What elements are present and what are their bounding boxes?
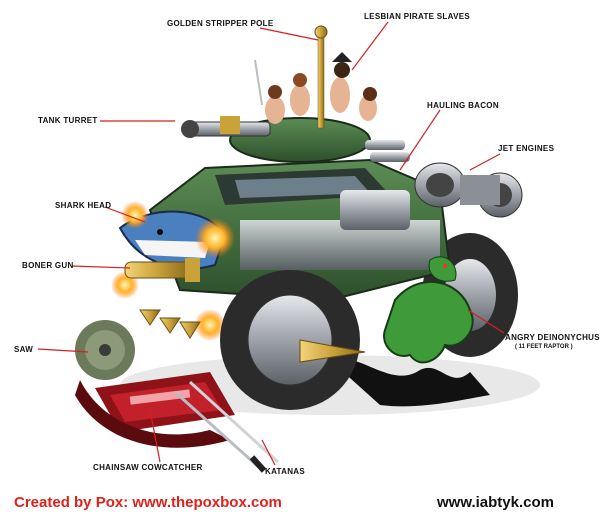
deinonychus-raptor <box>383 256 474 364</box>
label-boner-gun: BONER GUN <box>22 261 74 270</box>
tank-turret <box>181 116 371 163</box>
exhaust-pipes <box>365 140 410 162</box>
bumper-spikes <box>139 309 201 339</box>
jet-engines <box>414 162 523 218</box>
label-shark-head: SHARK HEAD <box>55 201 112 210</box>
label-golden-stripper-pole: GOLDEN STRIPPER POLE <box>167 19 274 28</box>
label-chainsaw-cowcatcher: CHAINSAW COWCATCHER <box>93 463 203 472</box>
footer-site: www.iabtyk.com <box>437 494 554 511</box>
pirate-figures <box>254 52 377 124</box>
label-tank-turret: TANK TURRET <box>38 116 98 125</box>
saw <box>75 320 135 380</box>
footer-credit: Created by Pox: www.thepoxbox.com <box>14 494 282 511</box>
chainsaw-cowcatcher <box>75 372 235 448</box>
label-saw: SAW <box>14 345 34 354</box>
truck-body <box>148 158 452 302</box>
label-angry-deinonychus: ANGRY DEINONYCHUS <box>505 333 600 342</box>
front-tire <box>220 270 366 410</box>
label-katanas: KATANAS <box>265 467 306 476</box>
label-hauling-bacon: HAULING BACON <box>427 101 499 110</box>
shark-head <box>118 210 227 270</box>
boner-gun <box>124 258 200 282</box>
headlight-glows <box>111 201 235 341</box>
label-jet-engines: JET ENGINES <box>498 144 555 153</box>
golden-stripper-pole <box>314 25 328 129</box>
label-raptor-note: ( 11 FEET RAPTOR ) <box>515 344 573 350</box>
label-lesbian-pirate-slaves: LESBIAN PIRATE SLAVES <box>364 12 471 21</box>
katanas <box>173 380 280 473</box>
leader-lines <box>37 21 505 466</box>
